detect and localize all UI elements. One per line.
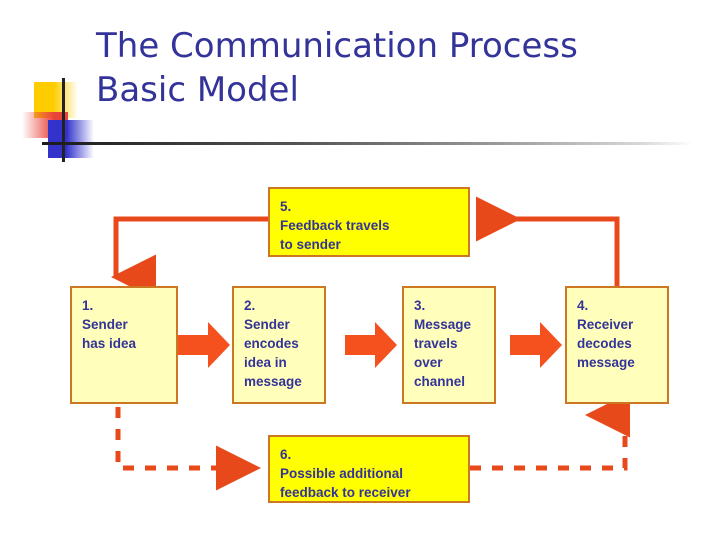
flow-box-4-number: 4. (577, 298, 589, 313)
connector-box6-to-box4 (470, 392, 630, 471)
block-arrow-right-icon (178, 322, 230, 368)
flow-box-5-line-1: Feedback travels (280, 218, 390, 233)
block-arrow-right-icon (510, 322, 562, 368)
flow-box-4[interactable]: 4. Receiver decodes message (565, 286, 669, 404)
flow-box-6-number: 6. (280, 447, 292, 462)
flow-box-3-line-3: over (414, 355, 443, 370)
flow-box-2[interactable]: 2. Sender encodes idea in message (232, 286, 326, 404)
title-line-2: Basic Model (96, 70, 299, 110)
flow-box-5[interactable]: 5. Feedback travels to sender (268, 187, 470, 257)
flow-box-2-number: 2. (244, 298, 256, 313)
flow-box-5-number: 5. (280, 199, 292, 214)
flow-box-4-line-2: decodes (577, 336, 632, 351)
title-divider-rule (42, 142, 694, 145)
flow-box-2-line-4: message (244, 374, 302, 389)
flow-box-4-line-1: Receiver (577, 317, 634, 332)
flow-box-1-line-1: Sender (82, 317, 128, 332)
blue-square-icon (48, 120, 94, 158)
flow-box-3-number: 3. (414, 298, 426, 313)
flow-box-3-line-4: channel (414, 374, 466, 389)
flow-box-1-line-2: has idea (82, 336, 137, 351)
connector-box4-to-box5 (476, 196, 620, 286)
block-arrow-right-icon (345, 322, 397, 368)
page-title: The Communication Process Basic Model (96, 24, 696, 112)
flow-box-5-line-2: to sender (280, 237, 341, 252)
flow-box-2-line-1: Sender (244, 317, 290, 332)
crosshair-vertical-line (62, 78, 65, 162)
flow-box-3-line-1: Message (414, 317, 472, 332)
flow-box-2-line-3: idea in (244, 355, 287, 370)
title-line-1: The Communication Process (96, 26, 578, 66)
flow-box-3-line-2: travels (414, 336, 458, 351)
decorative-logo-mark (22, 78, 122, 162)
flow-box-6-line-2: feedback to receiver (280, 485, 411, 500)
connector-box5-to-box1 (111, 216, 268, 300)
flow-box-6-line-1: Possible additional (280, 466, 404, 481)
flow-box-6[interactable]: 6. Possible additional feedback to recei… (268, 435, 470, 503)
connector-box1-to-box6 (115, 407, 261, 491)
flow-box-1[interactable]: 1. Sender has idea (70, 286, 178, 404)
flow-box-2-line-2: encodes (244, 336, 299, 351)
flow-box-3[interactable]: 3. Message travels over channel (402, 286, 496, 404)
flow-box-4-line-3: message (577, 355, 635, 370)
flow-box-1-number: 1. (82, 298, 94, 313)
